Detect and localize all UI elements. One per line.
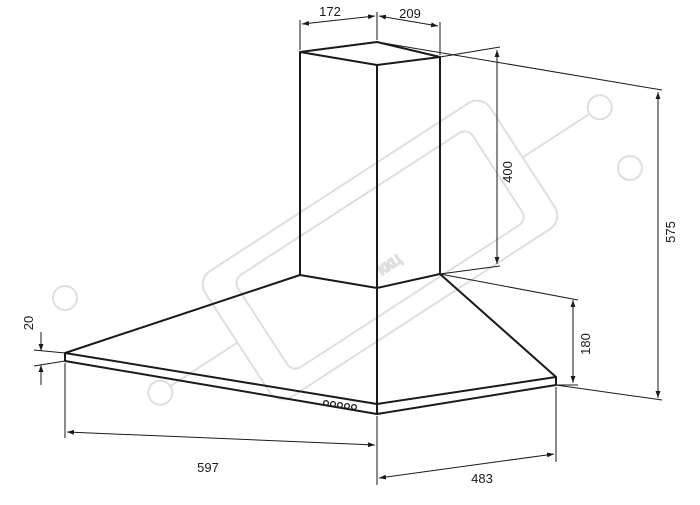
dim-chimney-depth-line: [378, 14, 439, 28]
control-button: [336, 401, 344, 409]
chimney-top: [299, 41, 441, 66]
label-chimney-width: 172: [319, 4, 341, 19]
watermark-text: ККЦ: [375, 251, 404, 277]
watermark-logo: ККЦ: [52, 94, 643, 406]
dimension-lines: [33, 12, 663, 485]
control-button: [322, 399, 330, 407]
dim-canopy-depth-line: [378, 452, 555, 480]
chimney-right-face: [376, 57, 441, 289]
control-button: [343, 402, 351, 410]
hood-outline: [64, 41, 557, 415]
chimney-left-face: [299, 52, 378, 289]
dim-canopy-width-line: [66, 429, 376, 448]
dim-chimney-width-line: [301, 14, 376, 26]
label-canopy-thickness: 20: [21, 316, 36, 330]
dimension-labels: 172 209 400 575 180 20 597 483: [21, 4, 678, 486]
canopy-right-face: [376, 273, 557, 405]
canopy-left-face: [64, 274, 378, 405]
label-chimney-depth: 209: [399, 6, 421, 21]
control-button: [350, 403, 358, 411]
label-total-height: 575: [663, 221, 678, 243]
control-buttons: [322, 399, 358, 411]
control-button: [329, 400, 337, 408]
label-chimney-height: 400: [500, 161, 515, 183]
label-canopy-height: 180: [578, 333, 593, 355]
label-canopy-depth: 483: [471, 471, 493, 486]
label-canopy-width: 597: [197, 460, 219, 475]
